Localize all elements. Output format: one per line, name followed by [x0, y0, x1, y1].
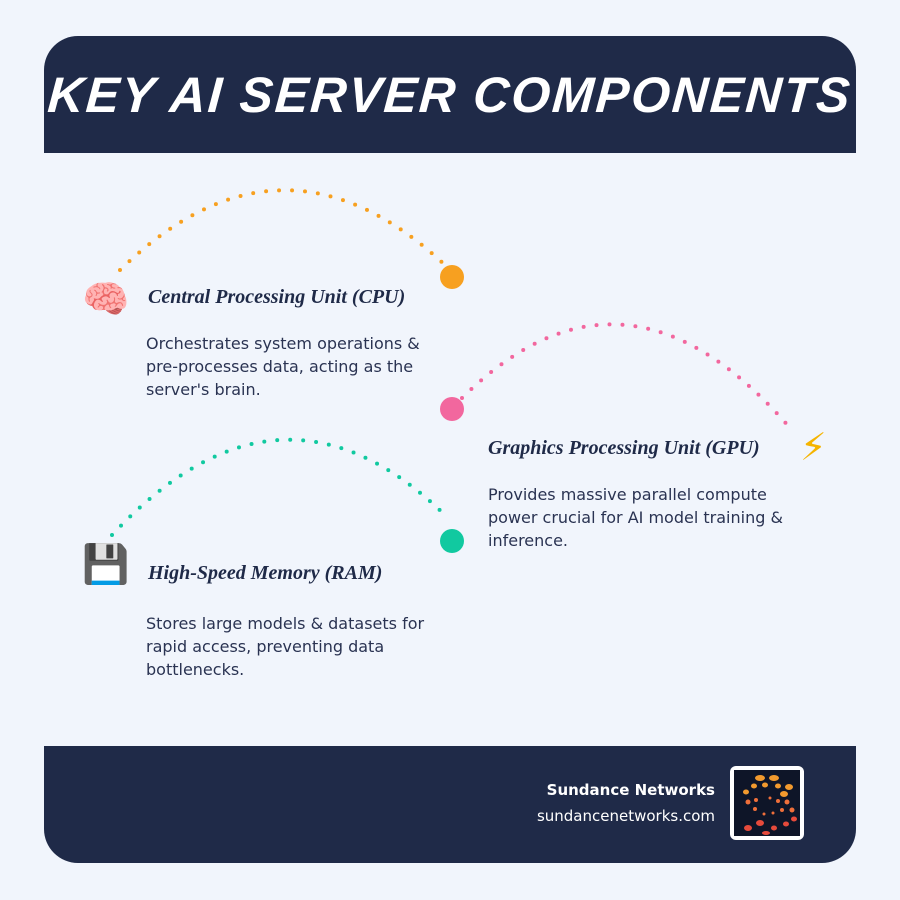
floppy-disk-icon: 💾 — [82, 542, 130, 586]
header: KEY AI SERVER COMPONENTS — [44, 36, 856, 153]
brand-name: Sundance Networks — [546, 781, 715, 799]
ram-title: High-Speed Memory (RAM) — [148, 562, 383, 584]
lightning-icon: ⚡ — [800, 425, 827, 469]
brain-icon: 🧠 — [82, 277, 130, 321]
cpu-dot — [440, 265, 464, 289]
gpu-dot — [440, 397, 464, 421]
cpu-arc — [118, 188, 447, 272]
ram-arc — [110, 437, 447, 537]
gpu-arc — [460, 322, 792, 430]
gpu-title: Graphics Processing Unit (GPU) — [488, 437, 760, 459]
cpu-title: Central Processing Unit (CPU) — [148, 286, 406, 308]
footer: Sundance Networks sundancenetworks.com — [44, 746, 856, 863]
ram-dot — [440, 529, 464, 553]
sundance-logo — [730, 766, 804, 840]
cpu-description: Orchestrates system operations & pre-pro… — [146, 334, 420, 399]
brand-url[interactable]: sundancenetworks.com — [536, 807, 715, 825]
ram-description: Stores large models & datasets for rapid… — [146, 614, 425, 679]
gpu-description: Provides massive parallel compute power … — [488, 485, 783, 550]
